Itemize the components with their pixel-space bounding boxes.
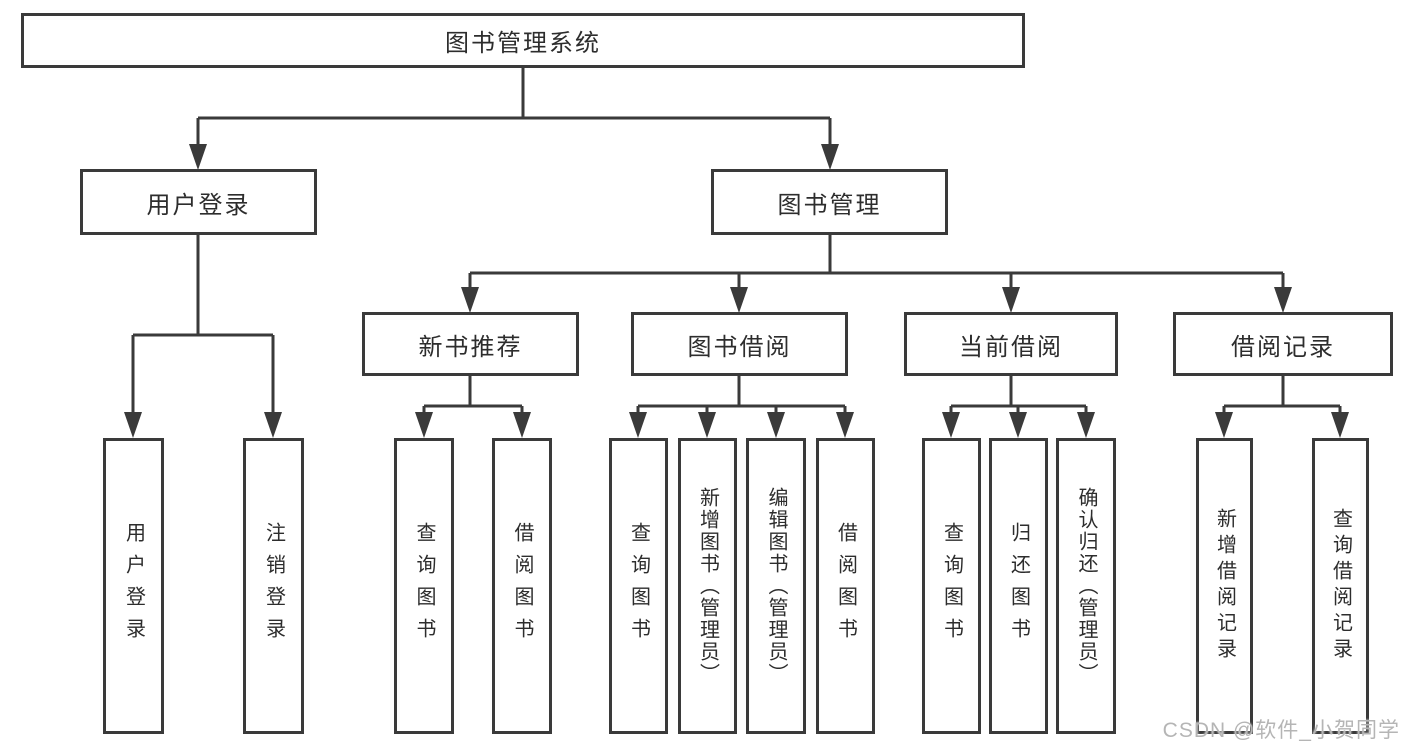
node-book-borrowing: 图书借阅: [631, 312, 848, 376]
leaf-label: 用户登录: [122, 522, 145, 650]
leaf-label: 新增借阅记录: [1213, 508, 1236, 664]
node-user-login: 用户登录: [80, 169, 317, 235]
leaf-add-borrow-record: 新增借阅记录: [1196, 438, 1253, 734]
leaf-label: 查询借阅记录: [1329, 508, 1352, 664]
leaf-return-book: 归还图书: [989, 438, 1048, 734]
leaf-label: 查询图书: [413, 522, 435, 650]
leaf-label: 归还图书: [1007, 522, 1030, 650]
leaf-confirm-return-admin: 确认归还（管理员）: [1056, 438, 1116, 734]
node-current-borrowing: 当前借阅: [904, 312, 1118, 376]
leaf-query-borrow-record: 查询借阅记录: [1312, 438, 1369, 734]
leaf-borrow-book: 借阅图书: [816, 438, 875, 734]
leaf-label: 注销登录: [262, 522, 285, 650]
leaf-label: 查询图书: [940, 522, 963, 650]
node-new-book-recommend: 新书推荐: [362, 312, 579, 376]
leaf-label: 查询图书: [627, 522, 650, 650]
leaf-query-book-recommend: 查询图书: [394, 438, 454, 734]
leaf-logout: 注销登录: [243, 438, 304, 734]
leaf-query-book-borrowing: 查询图书: [609, 438, 668, 734]
leaf-user-login: 用户登录: [103, 438, 164, 734]
leaf-label: 借阅图书: [834, 522, 857, 650]
leaf-label: 编辑图书（管理员）: [765, 487, 787, 685]
leaf-label: 新增图书（管理员）: [696, 487, 719, 685]
leaf-add-book-admin: 新增图书（管理员）: [678, 438, 737, 734]
leaf-query-book-current: 查询图书: [922, 438, 981, 734]
node-book-management: 图书管理: [711, 169, 948, 235]
leaf-label: 确认归还（管理员）: [1075, 487, 1097, 685]
csdn-watermark: CSDN @软件_小贺同学: [1162, 719, 1400, 742]
node-borrow-records: 借阅记录: [1173, 312, 1393, 376]
leaf-borrow-book-recommend: 借阅图书: [492, 438, 552, 734]
leaf-edit-book-admin: 编辑图书（管理员）: [746, 438, 806, 734]
node-root-system: 图书管理系统: [21, 13, 1025, 68]
leaf-label: 借阅图书: [511, 522, 533, 650]
